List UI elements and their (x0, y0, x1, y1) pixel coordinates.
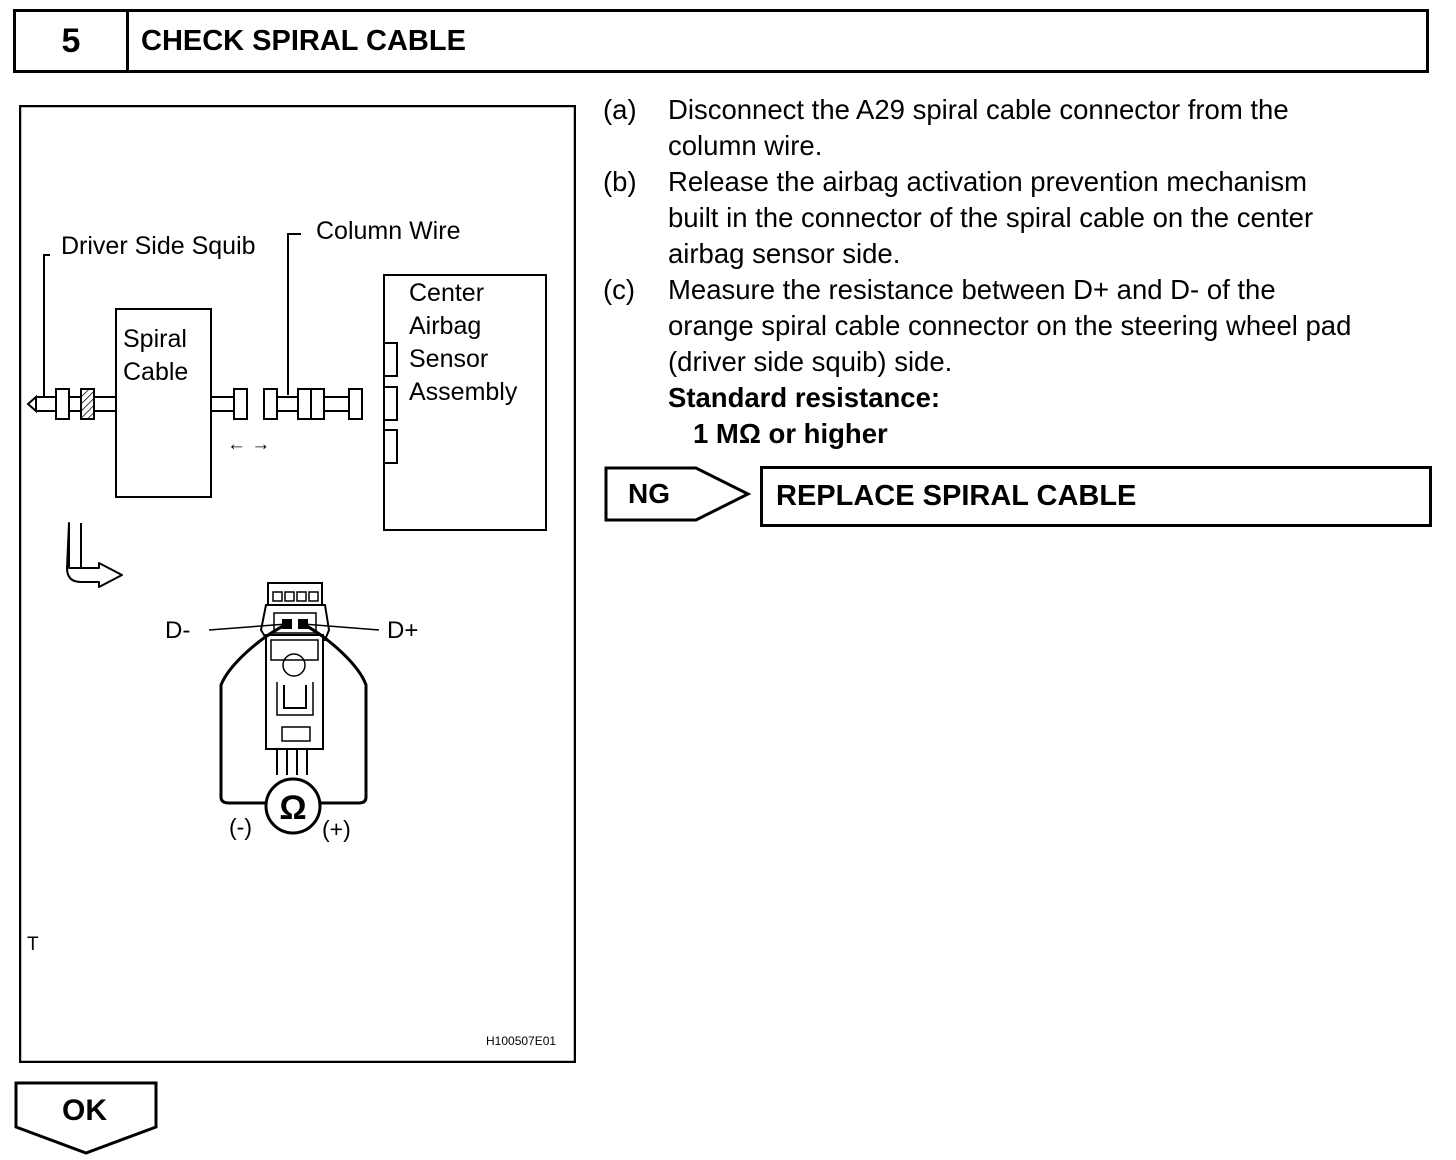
step-title: CHECK SPIRAL CABLE (141, 25, 466, 57)
driver-side-squib-label: Driver Side Squib (61, 232, 256, 260)
figure-frame (19, 105, 576, 1063)
ohmmeter-negative-lead (219, 622, 288, 805)
spiral-cable-box (115, 308, 212, 498)
d-plus-leader (302, 623, 380, 631)
ok-arrow-icon (14, 1081, 158, 1155)
wiring-illustration: Driver Side Squib Column Wire Spiral Cab… (19, 105, 576, 1063)
d-minus-leader (208, 623, 288, 631)
ng-action-text: REPLACE SPIRAL CABLE (776, 480, 1137, 512)
ohmmeter-icon (264, 777, 322, 835)
disconnect-arrows: ← → (227, 434, 270, 455)
ng-arrow-icon (604, 466, 752, 522)
spiral-cable-label-1: Spiral (123, 325, 187, 353)
center-label-4: Assembly (409, 378, 518, 406)
center-label-3: Sensor (409, 345, 488, 373)
instruction-c: (c) Measure the resistance between D+ an… (603, 274, 1352, 377)
squib-connector (26, 388, 116, 420)
ok-label: OK (62, 1094, 107, 1127)
instructions: (a) Disconnect the A29 spiral cable conn… (603, 92, 1443, 452)
center-label-1: Center (409, 279, 484, 307)
ng-label: NG (628, 478, 670, 509)
d-minus-label: D- (165, 617, 190, 644)
spiral-side-connector (211, 388, 248, 420)
step-number: 5 (16, 12, 129, 70)
ohm-symbol: Ω (279, 789, 306, 827)
meter-negative-label: (-) (229, 814, 252, 840)
corner-mark: T (27, 934, 39, 955)
column-wire-leader (287, 233, 301, 395)
bent-arrow-icon (66, 522, 123, 588)
spiral-cable-connector-front-view (259, 582, 331, 775)
figure-id: H100507E01 (486, 1034, 556, 1048)
instruction-b: (b) Release the airbag activation preven… (603, 166, 1314, 269)
center-label-2: Airbag (409, 312, 481, 340)
standard-resistance-label: Standard resistance: (668, 382, 941, 413)
step-header: 5 CHECK SPIRAL CABLE (13, 9, 1429, 73)
spiral-cable-label-2: Cable (123, 358, 188, 386)
column-wire-connector (263, 388, 363, 420)
instruction-a: (a) Disconnect the A29 spiral cable conn… (603, 94, 1289, 161)
meter-positive-label: (+) (322, 816, 351, 842)
d-plus-label: D+ (387, 617, 418, 644)
column-wire-label: Column Wire (316, 217, 460, 245)
driver-squib-leader (43, 254, 50, 398)
standard-resistance-value: 1 MΩ or higher (693, 418, 888, 449)
ohmmeter-positive-lead (302, 622, 368, 805)
ng-action-box: REPLACE SPIRAL CABLE (760, 466, 1432, 527)
